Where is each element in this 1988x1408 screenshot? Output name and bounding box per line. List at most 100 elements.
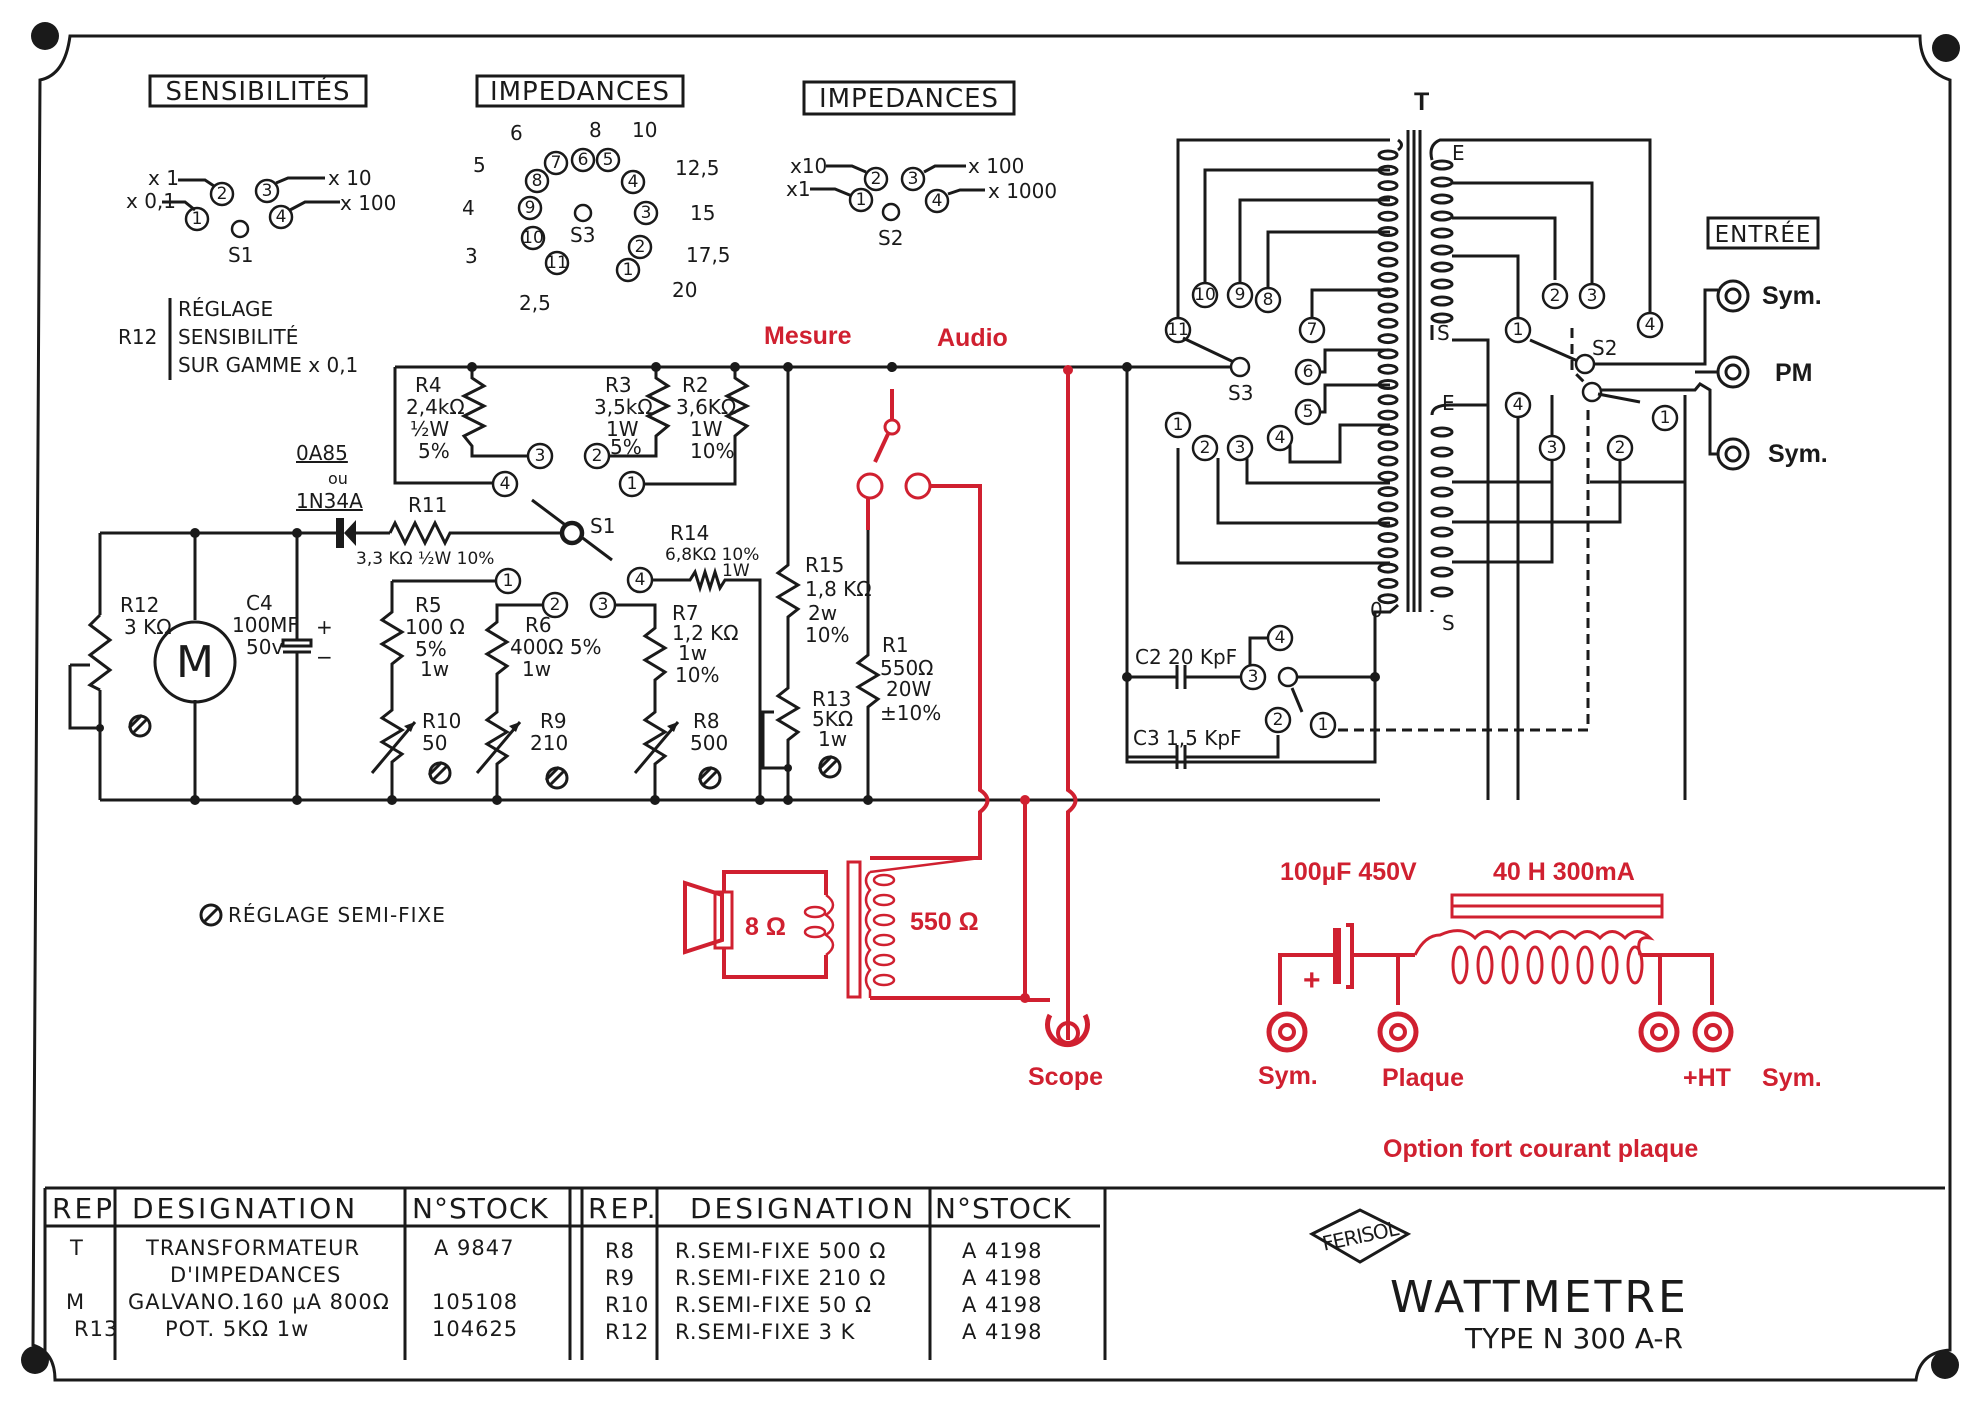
mesure-label: Mesure — [764, 322, 852, 350]
svg-text:3: 3 — [1248, 667, 1259, 687]
entree-jack-sym-bottom[interactable] — [1716, 437, 1750, 471]
svg-text:8: 8 — [532, 171, 543, 191]
r13-power: 1w — [818, 727, 847, 751]
choke-label: 40 H 300mA — [1493, 858, 1635, 886]
table-header-stock: N°STOCK — [935, 1192, 1072, 1225]
table-row: R12 R.SEMI-FIXE 3 K A 4198 — [605, 1320, 1041, 1344]
r1-value: 550Ω — [880, 656, 933, 680]
speaker-impedance: 8 Ω — [745, 913, 786, 941]
svg-text:A 4198: A 4198 — [962, 1239, 1042, 1263]
s1-label-x0-1: x 0,1 — [126, 189, 176, 213]
switch-contact: 4 — [1504, 391, 1532, 419]
switch-contact: 4 — [620, 169, 646, 195]
s3-position-label: 6 — [510, 121, 523, 145]
switch-contact: 6 — [570, 147, 596, 173]
r12-note-line: RÉGLAGE — [178, 297, 273, 321]
jack-sym-right[interactable] — [1692, 1011, 1734, 1053]
r6-power: 1w — [522, 657, 551, 681]
svg-text:2: 2 — [635, 237, 646, 257]
r4-tolerance: 5% — [418, 439, 450, 463]
svg-text:4: 4 — [500, 474, 511, 494]
svg-text:2: 2 — [550, 595, 561, 615]
s1-label-x100: x 100 — [340, 191, 396, 215]
svg-text:2: 2 — [1550, 286, 1561, 306]
c2-label: C2 20 KpF — [1135, 645, 1237, 669]
jack-label-ht: +HT — [1683, 1064, 1731, 1092]
drawing-frame — [21, 22, 1960, 1382]
s3-position-label: 12,5 — [675, 156, 720, 180]
sensibilites-title: SENSIBILITÉS — [165, 75, 350, 107]
switch-contact: 1 — [1504, 316, 1532, 344]
svg-text:4: 4 — [628, 172, 639, 192]
table-row: T TRANSFORMATEUR A 9847 — [69, 1236, 514, 1260]
svg-text:3: 3 — [1587, 286, 1598, 306]
jack-plaque[interactable] — [1377, 1011, 1419, 1053]
svg-text:3: 3 — [908, 169, 919, 189]
r5-value: 100 Ω — [405, 615, 465, 639]
diode-type: 0A85 — [296, 441, 348, 465]
svg-text:3: 3 — [598, 595, 609, 615]
c4-ref: C4 — [246, 591, 273, 615]
table-row: D'IMPEDANCES — [170, 1263, 340, 1287]
r15-tolerance: 10% — [805, 623, 849, 647]
r3-power: 1W — [606, 417, 639, 441]
s2-label-x1000: x 1000 — [988, 179, 1057, 203]
entree-jack-pm[interactable] — [1716, 355, 1750, 389]
r2-power: 1W — [690, 417, 723, 441]
c4-value: 100MF — [232, 613, 299, 637]
svg-text:R10: R10 — [605, 1293, 649, 1317]
s3-switch-label: S3 — [1228, 381, 1253, 405]
svg-text:A 9847: A 9847 — [434, 1236, 514, 1260]
switch-contact: 10 — [520, 225, 546, 251]
mesure-audio-switch[interactable]: Mesure Audio — [764, 322, 1078, 1040]
c3-label: C3 1,5 KpF — [1133, 726, 1242, 750]
svg-text:R.SEMI-FIXE 500 Ω: R.SEMI-FIXE 500 Ω — [675, 1239, 886, 1263]
switch-contact: 4 — [1266, 424, 1294, 452]
switch-contact: 4 — [1636, 311, 1664, 339]
s1-label-x10: x 10 — [328, 166, 372, 190]
ferisol-logo — [1308, 1208, 1412, 1264]
svg-text:1: 1 — [1318, 715, 1329, 735]
svg-text:4: 4 — [1275, 628, 1286, 648]
c4-voltage: 50v — [246, 635, 283, 659]
r15-value: 1,8 KΩ — [805, 577, 872, 601]
svg-text:R.SEMI-FIXE 210 Ω: R.SEMI-FIXE 210 Ω — [675, 1266, 886, 1290]
s3-position-label: 2,5 — [519, 291, 551, 315]
r10-ref: R10 — [422, 709, 461, 733]
scope-jack[interactable] — [1045, 1013, 1090, 1048]
sec-bot-e: E — [1442, 391, 1455, 415]
jack-label-sym: Sym. — [1258, 1062, 1318, 1090]
s3-position-label: 20 — [672, 278, 697, 302]
corner-hole — [31, 22, 59, 50]
r12-note-line: SUR GAMME x 0,1 — [178, 353, 358, 377]
table-row: R10 R.SEMI-FIXE 50 Ω A 4198 — [605, 1293, 1041, 1317]
svg-text:1: 1 — [627, 474, 638, 494]
r8-ref: R8 — [693, 709, 720, 733]
svg-text:1: 1 — [1513, 320, 1524, 340]
s2-label-x1: x1 — [786, 177, 811, 201]
r5-tolerance: 5% — [415, 637, 447, 661]
entree-label-sym: Sym. — [1768, 440, 1828, 468]
svg-text:3: 3 — [262, 181, 273, 201]
jack-plus-ht[interactable] — [1638, 1011, 1680, 1053]
option-title: Option fort courant plaque — [1383, 1135, 1698, 1163]
switch-contact: 8 — [524, 168, 550, 194]
r9-value: 210 — [530, 731, 568, 755]
switch-contact: 1 — [615, 257, 641, 283]
s3-position-label: 4 — [462, 196, 475, 220]
entree-jack-sym-top[interactable] — [1716, 279, 1750, 313]
scope-label: Scope — [1028, 1063, 1103, 1091]
r5-power: 1w — [420, 657, 449, 681]
r12-note: R12 RÉGLAGE SENSIBILITÉ SUR GAMME x 0,1 — [118, 297, 358, 380]
table-row: R8 R.SEMI-FIXE 500 Ω A 4198 — [605, 1239, 1042, 1263]
r5-ref: R5 — [415, 593, 442, 617]
svg-text:M: M — [66, 1290, 85, 1314]
r11-value: 3,3 KΩ ½W 10% — [356, 549, 494, 569]
svg-text:4: 4 — [635, 570, 646, 590]
r1-ref: R1 — [882, 633, 909, 657]
r11-ref: R11 — [408, 493, 447, 517]
r7-value: 1,2 KΩ — [672, 621, 739, 645]
jack-sym-left[interactable] — [1266, 1011, 1308, 1053]
s2-label-x100: x 100 — [968, 154, 1024, 178]
